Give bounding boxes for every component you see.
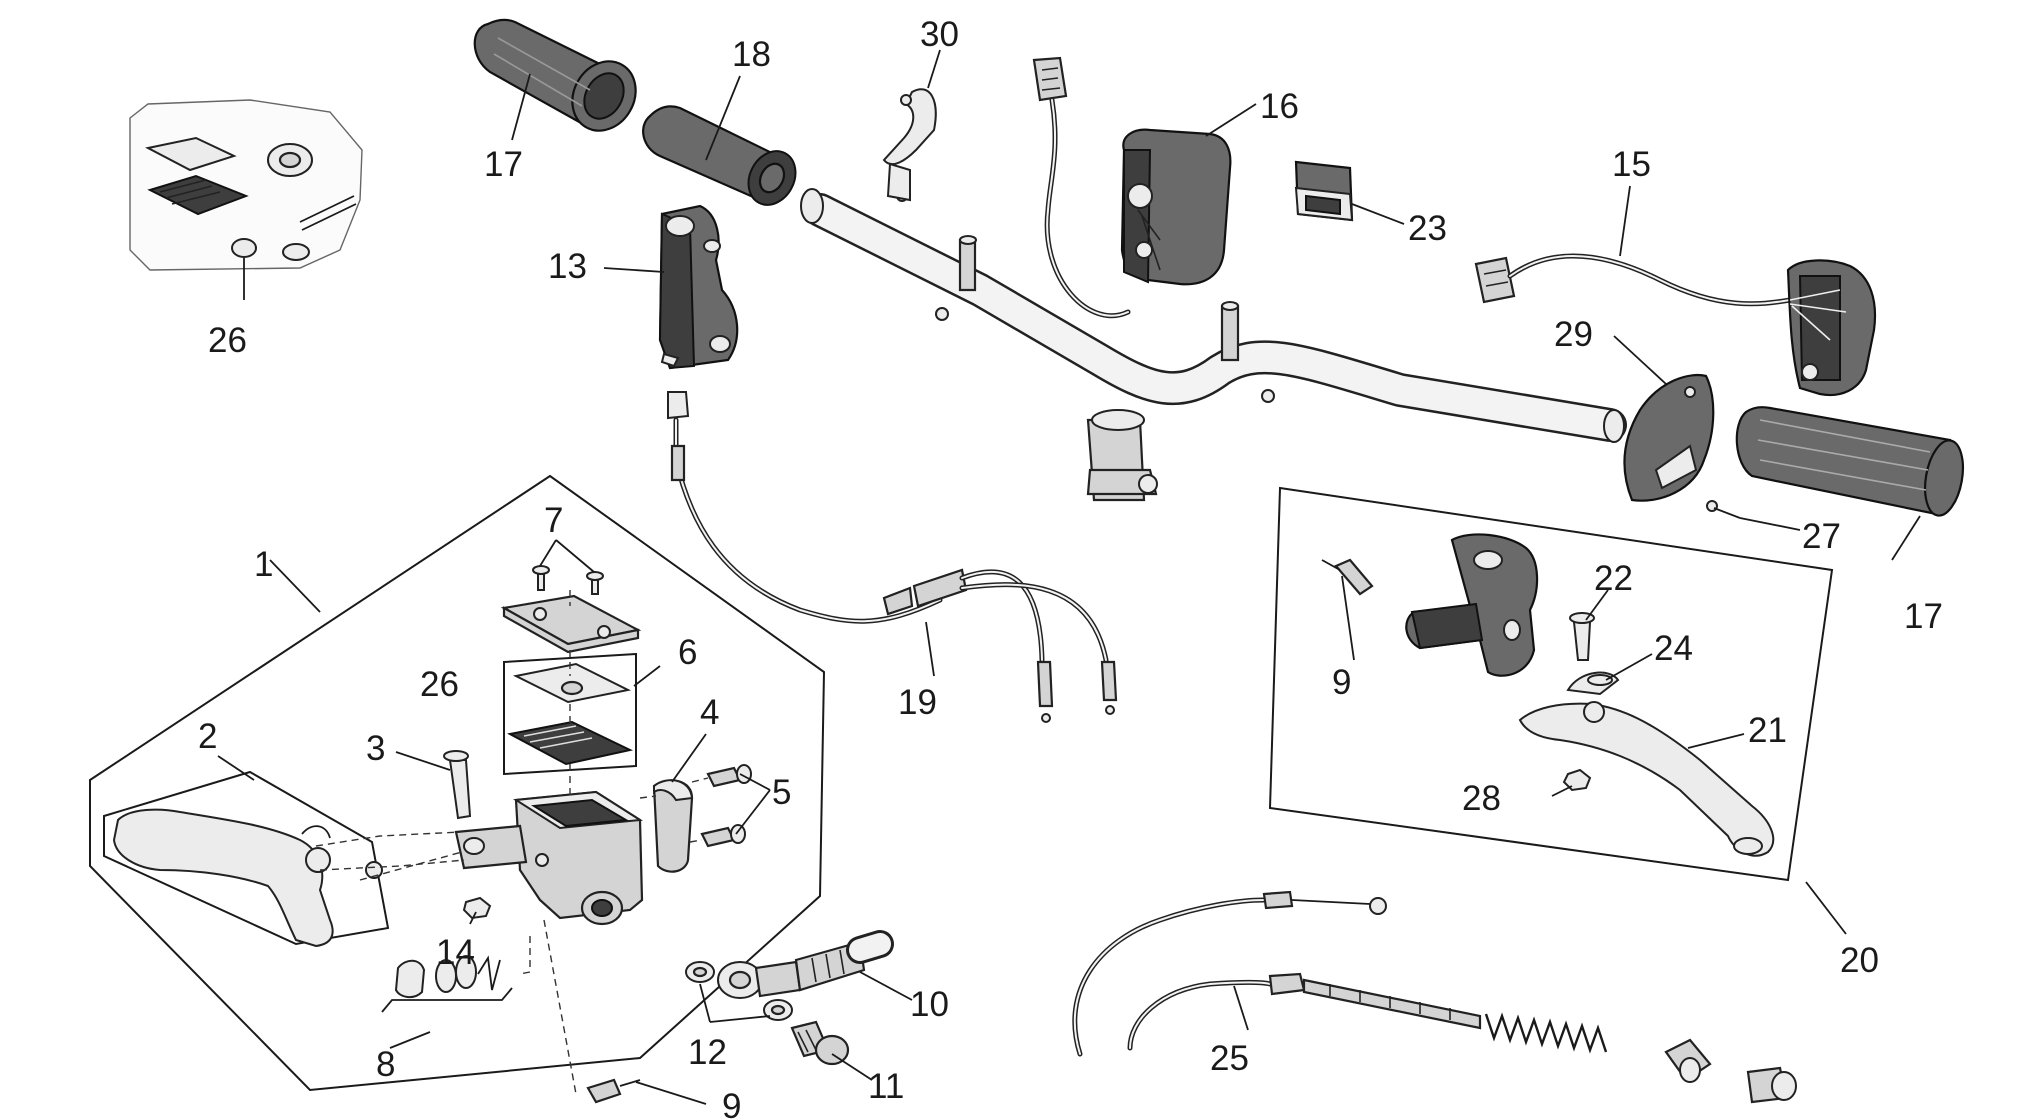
callout-label: 9 — [722, 1087, 741, 1120]
lever-cover — [1623, 374, 1715, 502]
callout-label: 8 — [376, 1045, 395, 1084]
master-cylinder-assembly — [89, 474, 826, 1104]
brake-hose-fitting — [685, 930, 894, 1066]
callout-label: 10 — [910, 985, 949, 1024]
callout-label: 19 — [898, 683, 937, 722]
callout-label: 16 — [1260, 87, 1299, 126]
callout-label: 17 — [1904, 597, 1943, 636]
callout-label: 7 — [544, 501, 563, 540]
left-switch-housing — [658, 204, 739, 420]
callout-label: 18 — [732, 35, 771, 74]
callout-label: 2 — [198, 717, 217, 756]
callout-label: 27 — [1802, 517, 1841, 556]
leader-lines — [217, 49, 1921, 1105]
callout-label: 1 — [254, 545, 273, 584]
callout-label: 24 — [1654, 629, 1693, 668]
inset-reservoir-detail — [129, 99, 363, 300]
callout-label: 26 — [208, 321, 247, 360]
callout-labels: 1 2 3 4 5 6 7 8 9 9 10 11 12 13 14 15 16… — [198, 15, 1943, 1120]
callout-label: 5 — [772, 773, 791, 812]
callout-label: 23 — [1408, 209, 1447, 248]
callout-label: 21 — [1748, 711, 1787, 750]
handlebar-tube — [800, 188, 1627, 502]
callout-label: 4 — [700, 693, 719, 732]
choke-cable-assembly — [670, 417, 1118, 723]
alignment-guides — [315, 590, 709, 1095]
callout-label: 13 — [548, 247, 587, 286]
callout-label: 12 — [688, 1033, 727, 1072]
callout-label: 26 — [420, 665, 459, 704]
throttle-clamp — [882, 88, 937, 202]
callout-label: 29 — [1554, 315, 1593, 354]
callout-label: 20 — [1840, 941, 1879, 980]
callout-label: 25 — [1210, 1039, 1249, 1078]
callout-label: 14 — [436, 933, 475, 972]
switch-button — [1294, 160, 1354, 222]
callout-label: 30 — [920, 15, 959, 54]
left-switch-wiring — [1474, 253, 1876, 397]
callout-label: 17 — [484, 145, 523, 184]
right-switch-housing — [1032, 56, 1232, 319]
brake-cable-assembly — [1072, 890, 1797, 1104]
callout-label: 6 — [678, 633, 697, 672]
left-grip — [473, 18, 637, 132]
callout-label: 11 — [868, 1067, 904, 1106]
callout-label: 22 — [1594, 559, 1633, 598]
lever-assembly-box — [1268, 486, 1834, 882]
callout-label: 3 — [366, 729, 385, 768]
callout-label: 9 — [1332, 663, 1351, 702]
cover-screw — [1706, 500, 1741, 519]
right-grip — [1735, 406, 1965, 517]
callout-label: 15 — [1612, 145, 1651, 184]
callout-label: 28 — [1462, 779, 1501, 818]
throttle-grip — [642, 105, 797, 206]
